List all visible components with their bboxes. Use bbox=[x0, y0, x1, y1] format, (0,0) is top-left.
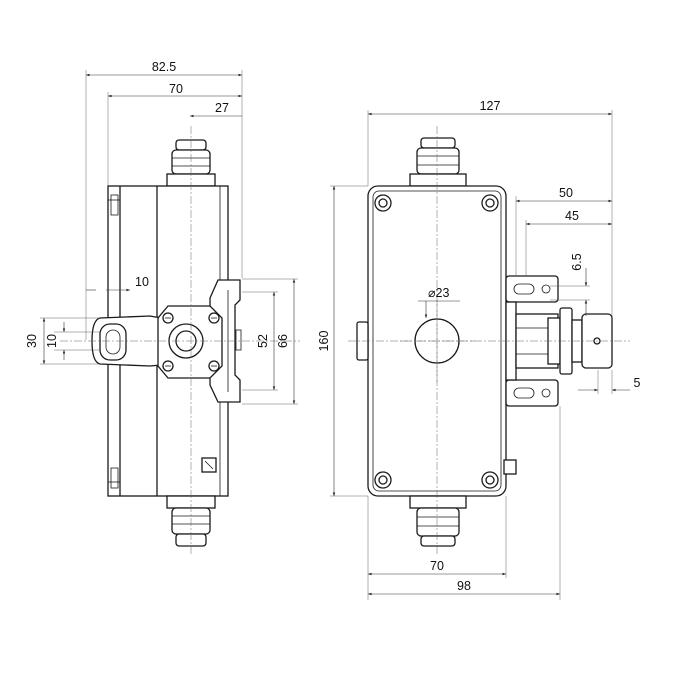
dim-side-66: 66 bbox=[276, 334, 290, 348]
front-bracket bbox=[505, 275, 573, 407]
dim-front-160: 160 bbox=[317, 331, 331, 352]
dim-side-10-vertical: 10 bbox=[45, 334, 59, 348]
front-top-cable-gland bbox=[409, 137, 467, 187]
dim-front-6-5: 6.5 bbox=[570, 253, 584, 270]
dim-side-82-5: 82.5 bbox=[152, 60, 176, 74]
front-dimensions: 127 50 45 6.5 ⌀23 160 5 bbox=[317, 99, 641, 600]
dim-side-27: 27 bbox=[215, 101, 229, 115]
dim-side-70: 70 bbox=[169, 82, 183, 96]
dim-front-50: 50 bbox=[559, 186, 573, 200]
dim-side-52: 52 bbox=[256, 334, 270, 348]
side-hub bbox=[157, 305, 223, 379]
dim-side-10-horizontal: 10 bbox=[135, 275, 149, 289]
dim-front-70: 70 bbox=[430, 559, 444, 573]
side-view: 82.5 70 27 10 30 10 52 66 bbox=[25, 60, 300, 556]
dim-front-23-diameter: ⌀23 bbox=[428, 286, 449, 300]
dim-front-45: 45 bbox=[565, 209, 579, 223]
side-dimensions: 82.5 70 27 10 30 10 52 66 bbox=[25, 60, 298, 405]
front-bottom-cable-gland bbox=[409, 495, 467, 547]
dim-side-30: 30 bbox=[25, 334, 39, 348]
dim-front-98: 98 bbox=[457, 579, 471, 593]
front-view: 127 50 45 6.5 ⌀23 160 5 bbox=[317, 99, 641, 600]
dim-front-5: 5 bbox=[634, 376, 641, 390]
side-ground-screw bbox=[201, 457, 217, 473]
dim-front-127: 127 bbox=[480, 99, 501, 113]
